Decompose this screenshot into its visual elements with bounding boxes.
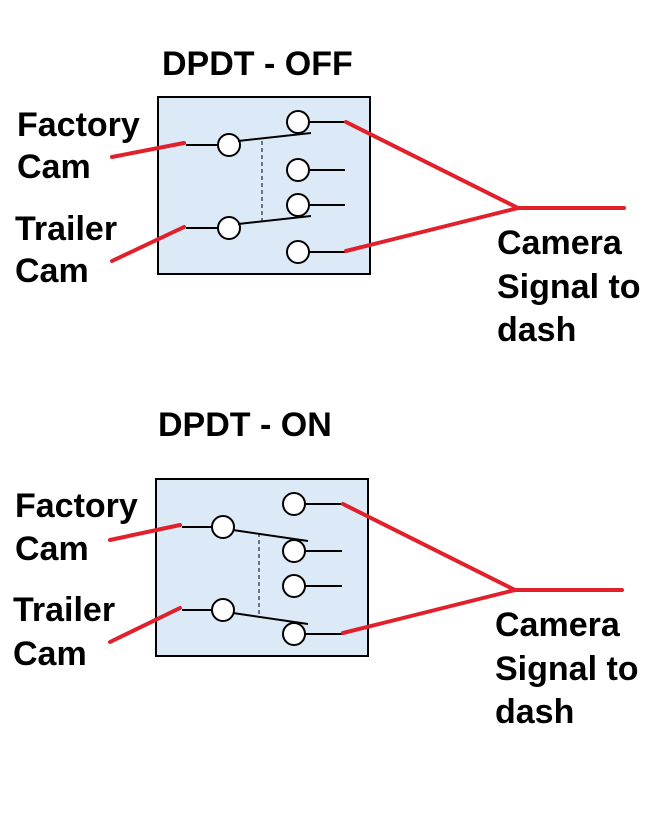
input-label-factory-line1: Factory <box>15 487 138 525</box>
factory-cam-wire <box>108 523 182 542</box>
diagram-off: DPDT - OFF Factory Cam Trailer Cam Camer… <box>15 45 641 349</box>
diagram-title: DPDT - OFF <box>162 45 353 83</box>
output-wire-lower <box>341 588 517 635</box>
throw-terminal-1a <box>286 110 310 134</box>
pole-2-terminal <box>211 598 235 622</box>
input-label-factory-line2: Cam <box>15 530 89 568</box>
output-label-line2: Signal to <box>497 268 641 306</box>
output-label-line3: dash <box>495 693 574 731</box>
diagram-on: DPDT - ON Factory Cam Trailer Cam Camera… <box>13 406 639 731</box>
input-label-trailer-line2: Cam <box>13 635 87 673</box>
output-label-line1: Camera <box>497 224 623 262</box>
output-label-line2: Signal to <box>495 650 639 688</box>
trailer-cam-wire <box>108 606 182 644</box>
pole-2-blade <box>237 215 312 225</box>
throw-terminal-2a <box>282 574 306 598</box>
throw-terminal-1a <box>282 492 306 516</box>
diagram-title: DPDT - ON <box>158 406 332 444</box>
throw-terminal-2b <box>286 240 310 264</box>
pole-1-blade <box>237 132 312 142</box>
throw-terminal-1b <box>282 539 306 563</box>
output-wire-upper <box>341 502 517 592</box>
pole-1-terminal <box>217 133 241 157</box>
factory-cam-wire <box>110 141 186 159</box>
input-label-factory-line2: Cam <box>17 148 91 186</box>
output-label-line3: dash <box>497 311 576 349</box>
throw-terminal-2a <box>286 193 310 217</box>
pole-1-terminal <box>211 515 235 539</box>
pole-2-terminal <box>217 216 241 240</box>
input-label-trailer-line1: Trailer <box>15 210 117 248</box>
input-label-factory-line1: Factory <box>17 106 140 144</box>
output-label-line1: Camera <box>495 606 621 644</box>
output-wire-upper <box>344 120 520 210</box>
throw-terminal-1b <box>286 158 310 182</box>
trailer-cam-wire <box>110 225 186 263</box>
input-label-trailer-line1: Trailer <box>13 591 115 629</box>
throw-terminal-2b <box>282 622 306 646</box>
input-label-trailer-line2: Cam <box>15 252 89 290</box>
switch-body <box>157 96 371 275</box>
switch-body <box>155 478 369 657</box>
output-wire-lower <box>344 206 520 253</box>
